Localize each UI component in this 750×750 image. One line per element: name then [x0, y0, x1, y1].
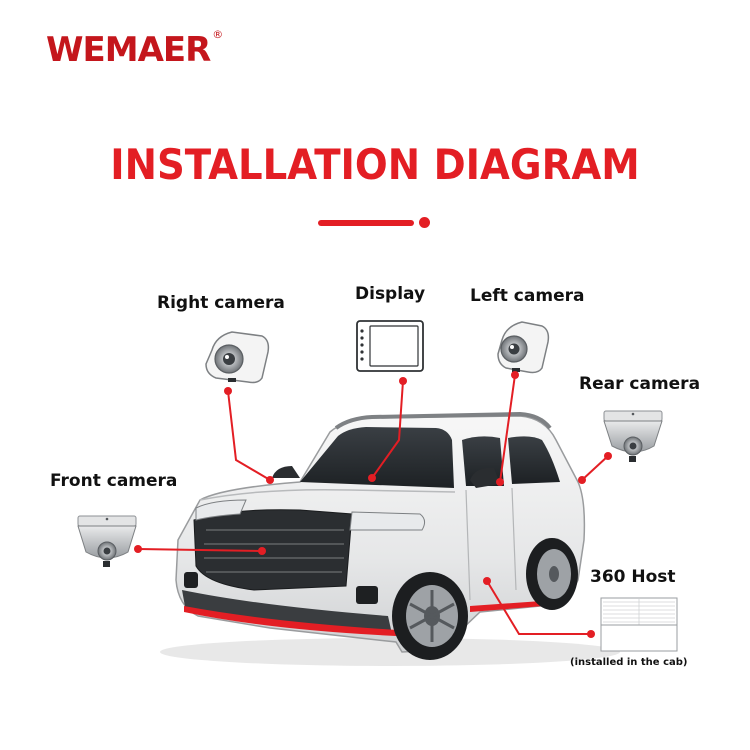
leader-lines: [137, 374, 609, 635]
host-label: 360 Host: [590, 567, 676, 587]
title-underline: [318, 220, 414, 226]
rear-camera-label: Rear camera: [579, 374, 701, 394]
monitor-icon: [356, 320, 424, 372]
right-camera-icon: [205, 331, 270, 384]
page-title: INSTALLATION DIAGRAM: [110, 140, 640, 189]
rear-camera-icon: [603, 410, 663, 462]
left-camera-label: Left camera: [470, 286, 585, 306]
leader-dots: [134, 371, 612, 638]
rear-wheel: [526, 538, 578, 610]
left-camera-icon: [497, 321, 550, 374]
registered-mark: ®: [212, 28, 223, 41]
front-wheel: [392, 572, 468, 660]
host-note: (installed in the cab): [570, 657, 688, 668]
display-label: Display: [355, 284, 426, 304]
front-camera-label: Front camera: [50, 471, 178, 491]
right-camera-label: Right camera: [157, 293, 285, 313]
host-box-icon: [600, 597, 678, 652]
brand-name: WEMAER: [46, 30, 211, 70]
suv-car-icon: [160, 411, 620, 666]
title-underline-dot: [419, 217, 430, 228]
front-camera-icon: [77, 515, 137, 567]
brand-logo: WEMAER®: [46, 28, 223, 70]
